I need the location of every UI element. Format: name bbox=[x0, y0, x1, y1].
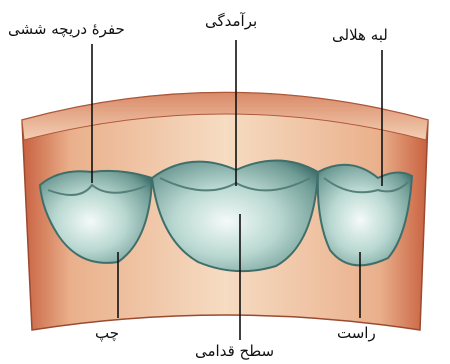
label-anterior-surface: سطح قدامی bbox=[195, 344, 274, 359]
label-left-cusp: چپ bbox=[95, 326, 119, 341]
label-nodule: برآمدگی bbox=[205, 14, 257, 29]
label-lunula: لبه هلالی bbox=[332, 28, 388, 43]
label-pulmonary-sinus: حفرهٔ دریچه ششی bbox=[8, 22, 125, 37]
label-right-cusp: راست bbox=[337, 326, 376, 341]
